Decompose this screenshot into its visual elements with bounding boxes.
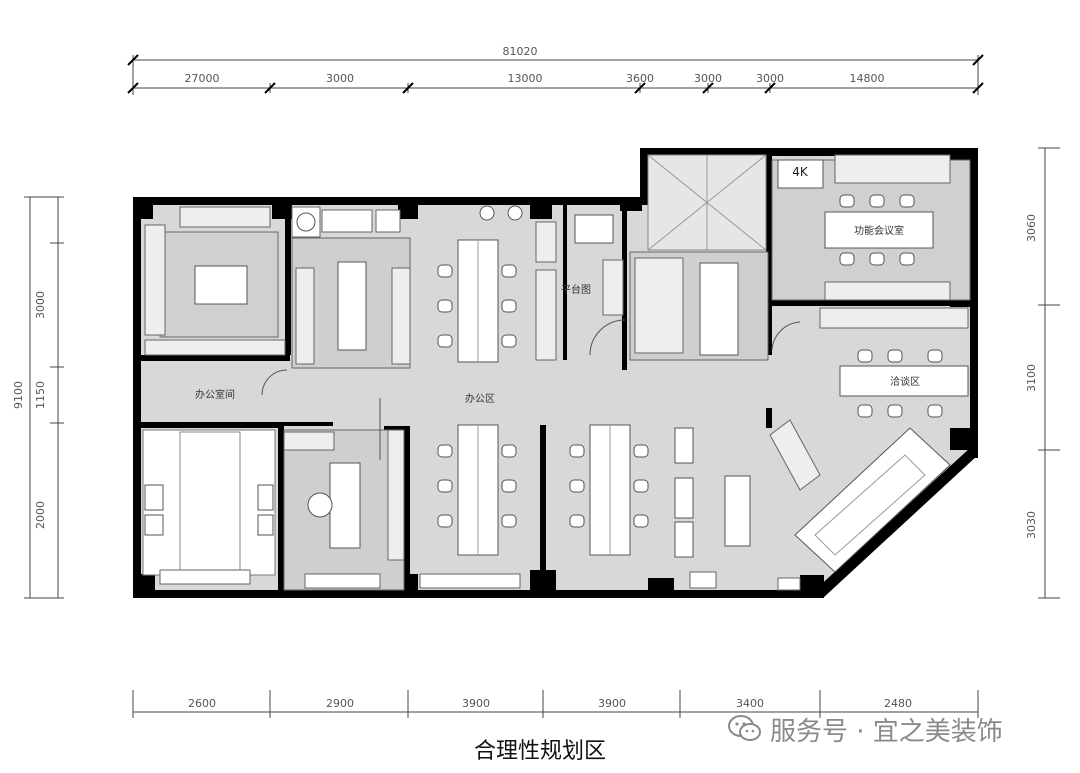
left-dimension-lines (24, 196, 64, 599)
room-lower-2 (283, 398, 405, 591)
front-desk-zone (535, 214, 626, 361)
front-desk-label: 平台图 (561, 283, 591, 296)
chair (501, 444, 517, 458)
chair (437, 514, 453, 528)
chair (899, 252, 915, 266)
right-dim-1: 3060 (1025, 214, 1038, 242)
top-dim-seg-6: 3000 (756, 72, 784, 85)
negotiation-area (819, 307, 969, 397)
left-dim-seg-2: 2000 (34, 501, 47, 529)
bottom-dim-4: 3900 (598, 697, 626, 710)
chair (927, 404, 943, 418)
top-dimension-lines (132, 55, 979, 95)
bottom-dim-2: 2900 (326, 697, 354, 710)
meeting-room (771, 154, 971, 351)
office-room-label: 办公室间 (195, 388, 235, 401)
bottom-dim-5: 3400 (736, 697, 764, 710)
chair (927, 349, 943, 363)
top-dimension-ticks (127, 54, 984, 94)
chair (887, 404, 903, 418)
office-door (261, 369, 288, 396)
chair (501, 514, 517, 528)
right-dimension-lines (1038, 147, 1060, 599)
bottom-dim-3: 3900 (462, 697, 490, 710)
chairs-meeting (839, 194, 915, 266)
lower-workstations (419, 424, 631, 589)
plan-caption: 合理性规划区 (473, 739, 606, 764)
chairs-negotiation (857, 349, 943, 418)
pantry-label: 4K (792, 165, 809, 179)
right-dim-2: 3100 (1025, 364, 1038, 392)
chair (437, 264, 453, 278)
top-dim-seg-4: 3600 (626, 72, 654, 85)
right-dim-3: 3030 (1025, 511, 1038, 539)
chair (633, 479, 649, 493)
left-dim-mid: 1150 (34, 381, 47, 409)
chair (569, 479, 585, 493)
lower-right-zone (674, 419, 951, 591)
office-area-label: 办公区 (465, 392, 495, 405)
room-upper-middle-right (629, 154, 769, 361)
office-room-upper-left (144, 206, 286, 356)
upper-workstations (457, 205, 523, 363)
chair (437, 479, 453, 493)
chair (569, 444, 585, 458)
interior-walls (140, 155, 970, 590)
top-dim-seg-3: 13000 (508, 72, 543, 85)
bottom-dim-6: 2480 (884, 697, 912, 710)
outer-walls (133, 148, 978, 598)
meeting-room-label: 功能会议室 (854, 224, 904, 237)
watermark-text: 服务号 · 宜之美装饰 (770, 716, 1003, 747)
chair (633, 444, 649, 458)
bottom-dim-1: 2600 (188, 697, 216, 710)
chair (437, 299, 453, 313)
chairs-lower (437, 444, 649, 528)
room-upper-2 (291, 206, 411, 369)
chair (869, 252, 885, 266)
top-dim-seg-7: 14800 (850, 72, 885, 85)
chair (899, 194, 915, 208)
watermark: 服务号 · 宜之美装饰 (728, 708, 1058, 750)
top-dim-seg-1: 27000 (185, 72, 220, 85)
wechat-icon (728, 715, 761, 741)
chair (437, 334, 453, 348)
chair (437, 444, 453, 458)
left-dim-seg-1: 3000 (34, 291, 47, 319)
room-lower-left (142, 429, 276, 585)
chair (569, 514, 585, 528)
negotiation-label: 洽谈区 (890, 375, 920, 388)
chair (857, 404, 873, 418)
chair (869, 194, 885, 208)
top-dim-seg-5: 3000 (694, 72, 722, 85)
chair (857, 349, 873, 363)
left-dim-total: 9100 (12, 381, 25, 409)
chair (839, 252, 855, 266)
chair (501, 299, 517, 313)
chair (501, 479, 517, 493)
bottom-dimension-lines (132, 690, 979, 718)
chairs-upper (437, 264, 517, 348)
chair (839, 194, 855, 208)
top-dim-seg-2: 3000 (326, 72, 354, 85)
chair (501, 264, 517, 278)
chair (633, 514, 649, 528)
chair (501, 334, 517, 348)
top-dim-total: 81020 (503, 45, 538, 58)
chair (887, 349, 903, 363)
